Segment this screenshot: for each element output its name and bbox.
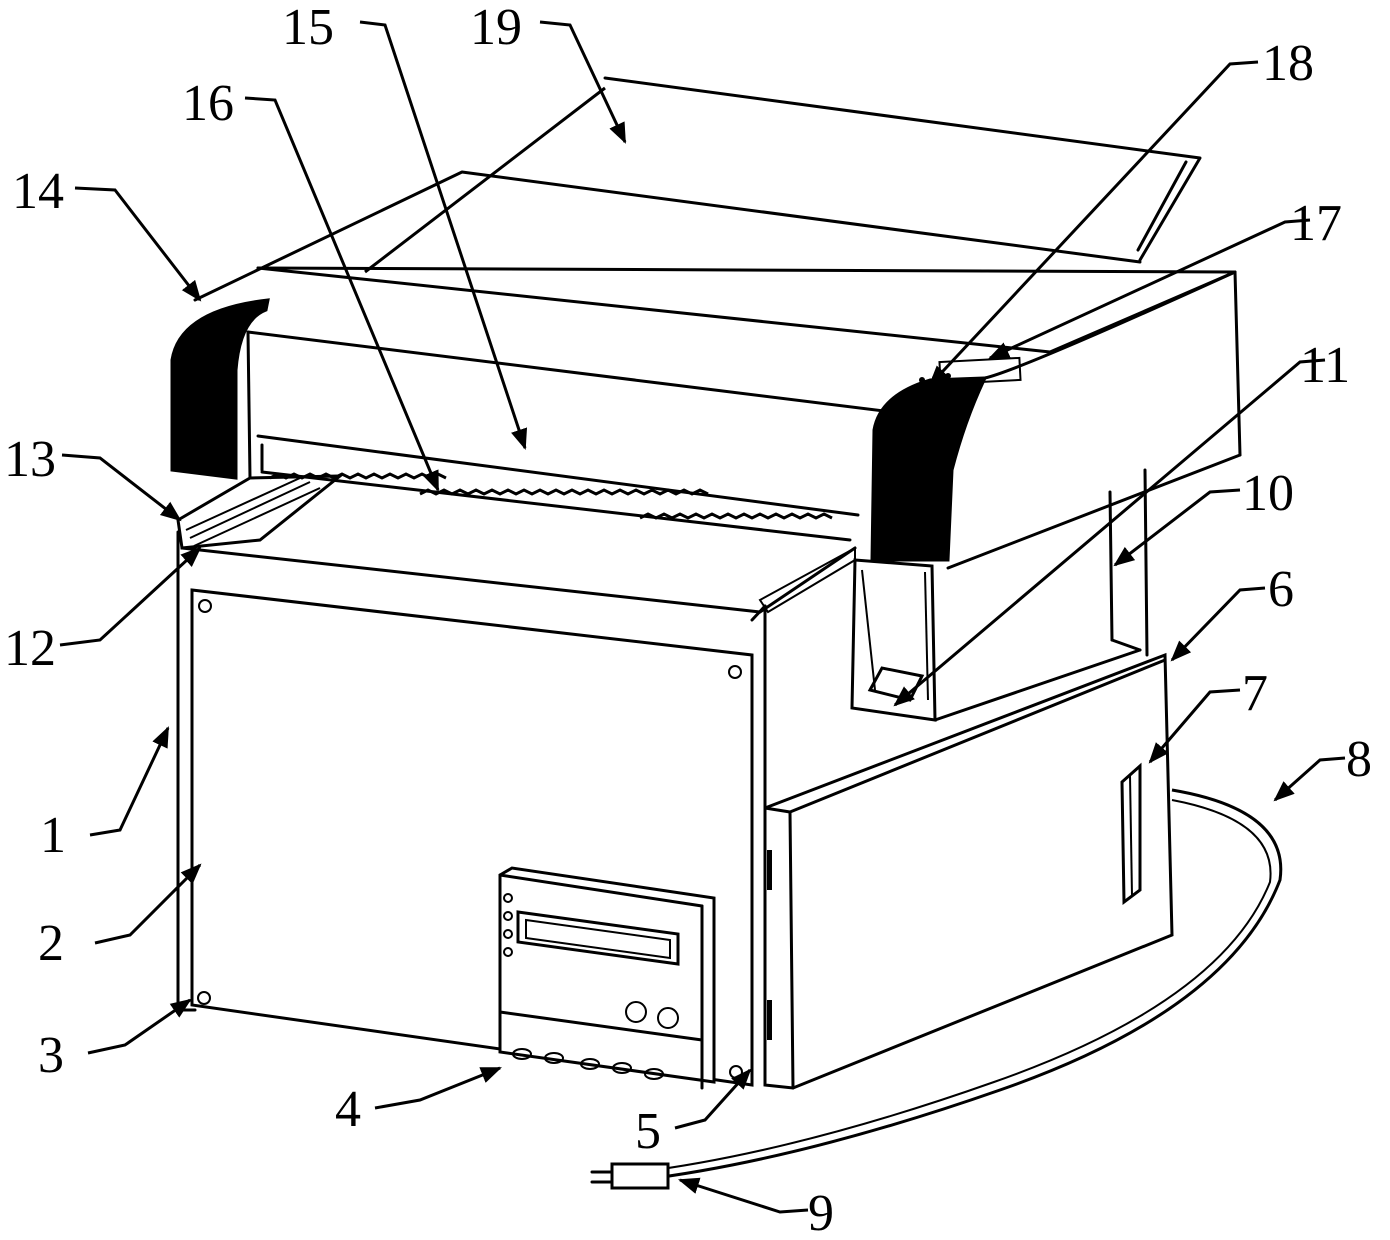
plug: [610, 1162, 670, 1190]
label-10: 10: [1242, 465, 1294, 522]
label-18: 18: [1262, 35, 1314, 92]
label-19: 19: [470, 0, 522, 56]
side-box: [763, 652, 1174, 1090]
label-6: 6: [1268, 561, 1294, 618]
label-9: 9: [808, 1185, 834, 1240]
label-17: 17: [1290, 195, 1342, 252]
label-7: 7: [1242, 665, 1268, 722]
label-14: 14: [12, 163, 64, 220]
right-handle: [870, 270, 1242, 570]
slide-rails: [176, 470, 857, 614]
label-3: 3: [38, 1027, 64, 1084]
label-15: 15: [282, 0, 334, 56]
left-handle: [170, 298, 270, 480]
leader-lines: [59, 20, 1346, 1214]
power-cable: [590, 788, 1283, 1190]
label-12: 12: [4, 620, 56, 677]
label-13: 13: [4, 431, 56, 488]
label-2: 2: [38, 915, 64, 972]
top-cover: [603, 76, 1202, 262]
label-4: 4: [335, 1081, 361, 1138]
upper-housing: [193, 170, 1242, 517]
label-11: 11: [1300, 337, 1350, 394]
label-8: 8: [1346, 731, 1372, 788]
label-5: 5: [635, 1103, 661, 1160]
ramp-tray: [850, 468, 1149, 722]
number-labels: 1 2 3 4 5 6 7 8 9 10 11 12 13 14 15 16 1…: [4, 0, 1372, 1240]
label-1: 1: [40, 807, 66, 864]
control-panel: [498, 866, 716, 1090]
label-16: 16: [182, 75, 234, 132]
